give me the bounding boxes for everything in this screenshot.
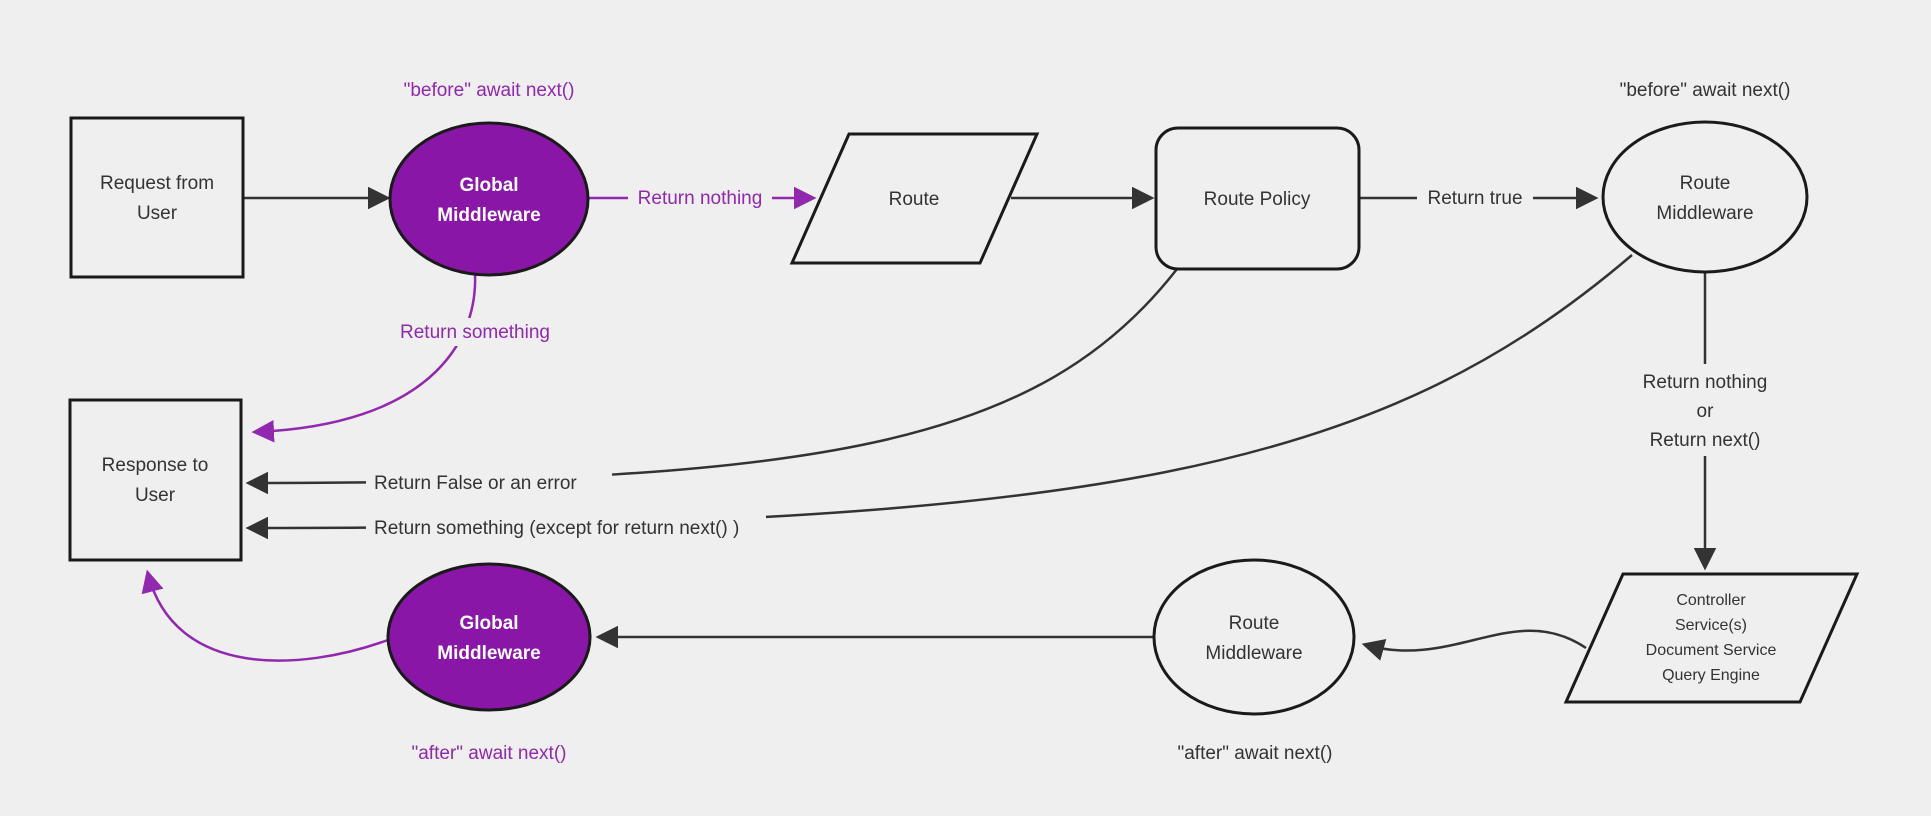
request-label-line2: User [137, 203, 178, 224]
global-middleware-bottom-ellipse [386, 562, 592, 712]
edge-label-return-nothing-or-3: Return next() [1650, 430, 1761, 451]
controller-label-line1: Controller [1676, 592, 1746, 609]
node-route-middleware-top: Route Middleware [1601, 120, 1809, 274]
node-route: Route [789, 132, 1040, 265]
edge-policy-to-response [245, 268, 1178, 495]
annotations: "before" await next() "before" await nex… [404, 80, 1791, 764]
route-policy-box [1154, 126, 1361, 271]
label-bg [1417, 184, 1533, 212]
edge-label-return-true: Return true [1427, 188, 1522, 209]
edge-global-top-to-response [251, 273, 477, 443]
annotation-after-global: "after" await next() [412, 743, 567, 764]
node-request-from-user: Request from User [69, 116, 245, 279]
annotation-before-global: "before" await next() [404, 80, 575, 101]
label-bg [366, 514, 766, 542]
edge-label-return-something: Return something [400, 322, 550, 343]
edge-label-return-nothing: Return nothing [638, 188, 763, 209]
global-top-label-line1: Global [459, 175, 518, 196]
response-label-line2: User [135, 485, 176, 506]
controller-label-line3: Document Service [1646, 642, 1777, 659]
edge-label-return-nothing-or-1: Return nothing [1643, 372, 1768, 393]
node-controller-services: Controller Service(s) Document Service Q… [1563, 572, 1860, 704]
request-box [69, 116, 245, 279]
global-bottom-label-line1: Global [459, 613, 518, 634]
global-bottom-label-line2: Middleware [437, 643, 540, 664]
node-global-middleware-bottom: Global Middleware [386, 562, 592, 712]
global-middleware-top-ellipse [388, 121, 590, 277]
label-bg [383, 318, 567, 346]
route-parallelogram [789, 132, 1040, 265]
edge-label-return-false: Return False or an error [374, 473, 577, 494]
node-global-middleware-top: Global Middleware [388, 121, 590, 277]
global-top-label-line2: Middleware [437, 205, 540, 226]
edge-label-return-something-except: Return something (except for return next… [374, 518, 739, 539]
route-policy-label: Route Policy [1204, 189, 1311, 210]
node-route-middleware-bottom: Route Middleware [1152, 558, 1356, 716]
controller-parallelogram [1563, 572, 1860, 704]
route-mw-bottom-label-line2: Middleware [1205, 643, 1302, 664]
edge-labels: Return nothing Return true Return nothin… [366, 184, 1767, 542]
response-label-line1: Response to [102, 455, 209, 476]
route-middleware-top-ellipse [1601, 120, 1809, 274]
edge-label-return-nothing-or-2: or [1697, 401, 1715, 422]
route-mw-top-label-line2: Middleware [1656, 203, 1753, 224]
route-mw-top-label-line1: Route [1680, 173, 1731, 194]
request-label-line1: Request from [100, 173, 214, 194]
route-mw-bottom-label-line1: Route [1229, 613, 1280, 634]
annotation-before-route: "before" await next() [1620, 80, 1791, 101]
controller-label-line2: Service(s) [1675, 617, 1747, 634]
annotation-after-route: "after" await next() [1178, 743, 1333, 764]
route-middleware-bottom-ellipse [1152, 558, 1356, 716]
node-route-policy: Route Policy [1154, 126, 1361, 271]
label-bg [628, 184, 772, 212]
response-box [68, 398, 243, 562]
controller-label-line4: Query Engine [1662, 667, 1760, 684]
edges [141, 186, 1717, 662]
node-response-to-user: Response to User [68, 398, 243, 562]
edge-controller-to-routemw-bottom [1361, 629, 1587, 661]
label-bg [366, 469, 612, 497]
edge-global-bottom-to-response [141, 569, 389, 662]
route-label: Route [889, 189, 940, 210]
